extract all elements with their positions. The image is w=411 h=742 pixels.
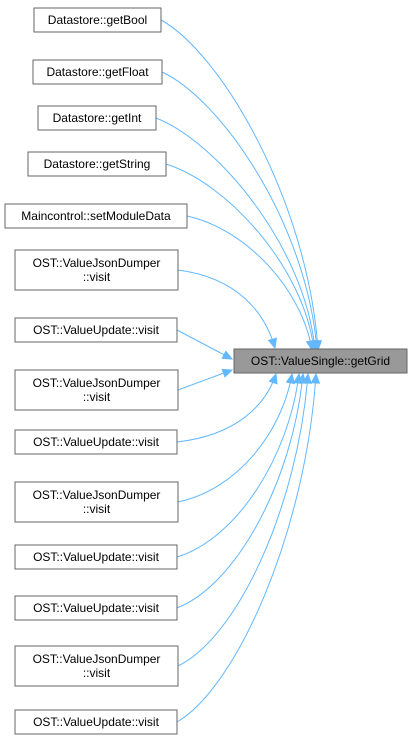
caller-node-label: Datastore::getBool	[48, 13, 147, 27]
arrowhead	[221, 350, 234, 360]
caller-node-label: OST::ValueJsonDumper	[33, 376, 161, 390]
call-edge	[176, 373, 317, 723]
caller-nodes: Datastore::getBoolDatastore::getFloatDat…	[4, 7, 188, 735]
caller-node[interactable]: OST::ValueUpdate::visit	[14, 429, 178, 455]
caller-node-label: Maincontrol::setModuleData	[21, 209, 171, 223]
caller-node[interactable]: OST::ValueUpdate::visit	[14, 317, 178, 343]
call-edge	[177, 373, 293, 503]
arrowhead	[305, 339, 316, 352]
call-edge	[176, 373, 300, 558]
caller-node-box	[14, 709, 178, 735]
caller-node[interactable]: OST::ValueUpdate::visit	[14, 544, 178, 570]
caller-node-box	[14, 429, 178, 455]
arrowhead	[285, 372, 296, 385]
call-edge	[177, 369, 233, 391]
caller-node-box	[14, 595, 178, 621]
caller-node-label: Datastore::getString	[44, 157, 151, 171]
caller-node-box	[14, 317, 178, 343]
arrowhead	[302, 372, 313, 384]
caller-node[interactable]: OST::ValueJsonDumper::visit	[14, 645, 179, 687]
caller-node-label: ::visit	[83, 666, 111, 680]
call-edge	[161, 71, 318, 351]
caller-node[interactable]: Datastore::getString	[27, 151, 167, 177]
call-edge	[155, 117, 316, 351]
call-edge	[165, 163, 315, 351]
caller-node[interactable]: OST::ValueJsonDumper::visit	[14, 249, 179, 291]
caller-node-label: OST::ValueUpdate::visit	[33, 435, 160, 449]
target-node[interactable]: OST::ValueSingle::getGrid	[233, 348, 408, 374]
caller-node[interactable]: Datastore::getFloat	[32, 59, 163, 85]
caller-node-label: ::visit	[83, 502, 111, 516]
caller-node-label: OST::ValueUpdate::visit	[33, 601, 160, 615]
caller-node[interactable]: OST::ValueUpdate::visit	[14, 709, 178, 735]
call-edge	[176, 373, 277, 443]
call-edge	[177, 269, 276, 349]
caller-node-label: OST::ValueUpdate::visit	[33, 323, 160, 337]
caller-node-box	[32, 59, 163, 85]
caller-node[interactable]: Datastore::getInt	[37, 105, 157, 131]
caller-node[interactable]: OST::ValueUpdate::visit	[14, 595, 178, 621]
caller-node-label: OST::ValueJsonDumper	[33, 652, 161, 666]
arrowhead	[310, 372, 321, 384]
arrowhead	[221, 368, 234, 378]
caller-node-box	[33, 7, 162, 33]
caller-node-box	[14, 481, 179, 523]
caller-node-label: OST::ValueJsonDumper	[33, 256, 161, 270]
caller-node-box	[14, 544, 178, 570]
call-edge	[177, 373, 309, 667]
caller-node[interactable]: Maincontrol::setModuleData	[4, 203, 188, 229]
caller-node-label: Datastore::getInt	[53, 111, 142, 125]
caller-node-box	[14, 645, 179, 687]
call-edge	[176, 329, 233, 360]
call-edge	[176, 373, 304, 609]
caller-node-label: ::visit	[83, 390, 111, 404]
target-node-label: OST::ValueSingle::getGrid	[251, 354, 390, 368]
caller-node-label: OST::ValueUpdate::visit	[33, 715, 160, 729]
caller-node-label: ::visit	[83, 270, 111, 284]
call-edge	[186, 215, 313, 351]
caller-node-box	[4, 203, 188, 229]
arrowhead	[267, 337, 277, 350]
caller-node[interactable]: Datastore::getBool	[33, 7, 162, 33]
caller-node-box	[27, 151, 167, 177]
arrowhead	[268, 372, 278, 385]
target-node-box	[233, 348, 408, 374]
caller-node-box	[37, 105, 157, 131]
caller-node[interactable]: OST::ValueJsonDumper::visit	[14, 481, 179, 523]
caller-node-box	[14, 249, 179, 291]
caller-node-label: OST::ValueJsonDumper	[33, 488, 161, 502]
call-edge	[160, 19, 319, 351]
caller-node-box	[14, 369, 179, 411]
caller-node-label: Datastore::getFloat	[46, 65, 149, 79]
caller-node-label: OST::ValueUpdate::visit	[33, 550, 160, 564]
call-edges	[155, 19, 323, 723]
caller-node[interactable]: OST::ValueJsonDumper::visit	[14, 369, 179, 411]
